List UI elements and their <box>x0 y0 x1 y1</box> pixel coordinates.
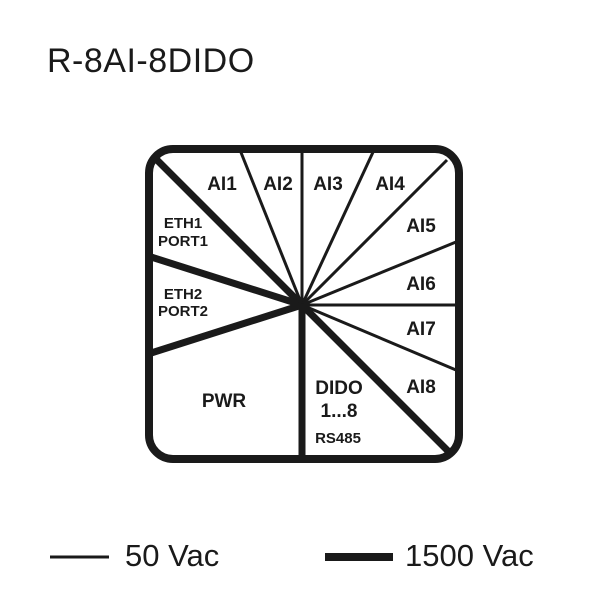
label-ai5: AI5 <box>406 216 436 237</box>
label-ai3: AI3 <box>313 174 343 195</box>
label-ai8: AI8 <box>406 377 436 398</box>
thin-divider-ai4-ai5 <box>300 158 449 307</box>
page-title: R-8AI-8DIDO <box>47 42 255 80</box>
label-dido-range: 1...8 <box>321 401 358 422</box>
label-ai7: AI7 <box>406 319 436 340</box>
thin-divider-ai5-ai6 <box>301 240 457 307</box>
label-port1: PORT1 <box>158 233 208 250</box>
thick-divider-dido-ai8 <box>299 302 453 456</box>
label-ai6: AI6 <box>406 274 436 295</box>
device-outline <box>145 145 463 463</box>
thick-divider-eth2-pwr <box>146 301 304 358</box>
label-eth2: ETH2 <box>164 286 202 303</box>
label-rs485: RS485 <box>315 430 361 447</box>
label-pwr: PWR <box>202 391 247 412</box>
thin-divider-ai3-ai4 <box>300 149 376 306</box>
label-eth1: ETH1 <box>164 215 202 232</box>
label-ai2: AI2 <box>263 174 293 195</box>
thick-divider-eth1-eth2 <box>146 252 304 309</box>
label-ai1: AI1 <box>207 174 237 195</box>
legend-thin-label: 50 Vac <box>125 538 220 573</box>
label-dido: DIDO <box>315 378 363 399</box>
thick-divider-ai1-eth1 <box>150 153 305 308</box>
label-port2: PORT2 <box>158 303 208 320</box>
legend-thick-label: 1500 Vac <box>405 538 534 573</box>
thin-divider-ai7-ai8 <box>301 303 457 372</box>
label-ai4: AI4 <box>375 174 405 195</box>
thin-divider-ai1-ai2 <box>238 149 304 306</box>
